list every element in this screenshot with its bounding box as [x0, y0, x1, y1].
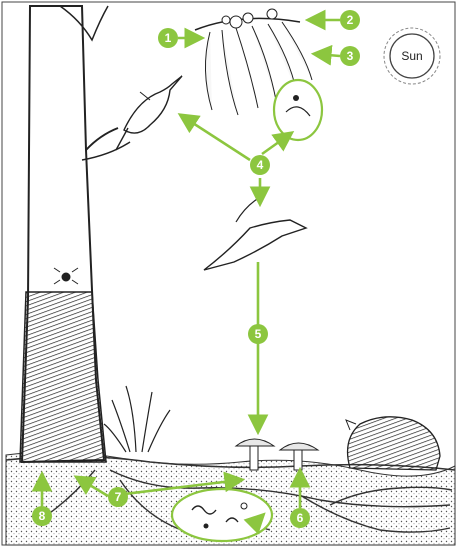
callout-badge-7: 7 [108, 487, 128, 507]
callout-number: 8 [39, 509, 46, 523]
callout-number: 2 [347, 13, 354, 27]
callout-number: 6 [297, 511, 304, 525]
callout-number: 4 [257, 158, 264, 172]
callout-badge-5: 5 [248, 324, 268, 344]
soil-organisms-detail [172, 489, 272, 541]
callout-number: 5 [255, 327, 262, 341]
callout-number: 1 [165, 31, 172, 45]
callout-badge-6: 6 [290, 508, 310, 528]
sun-label: Sun [401, 49, 422, 63]
callout-badge-3: 3 [340, 46, 360, 66]
callout-badge-2: 2 [340, 10, 360, 30]
insect-detail [274, 80, 322, 140]
callout-badge-1: 1 [158, 28, 178, 48]
callout-badge-8: 8 [32, 506, 52, 526]
callout-number: 7 [115, 490, 122, 504]
callout-number: 3 [347, 49, 354, 63]
callout-badge-4: 4 [250, 155, 270, 175]
